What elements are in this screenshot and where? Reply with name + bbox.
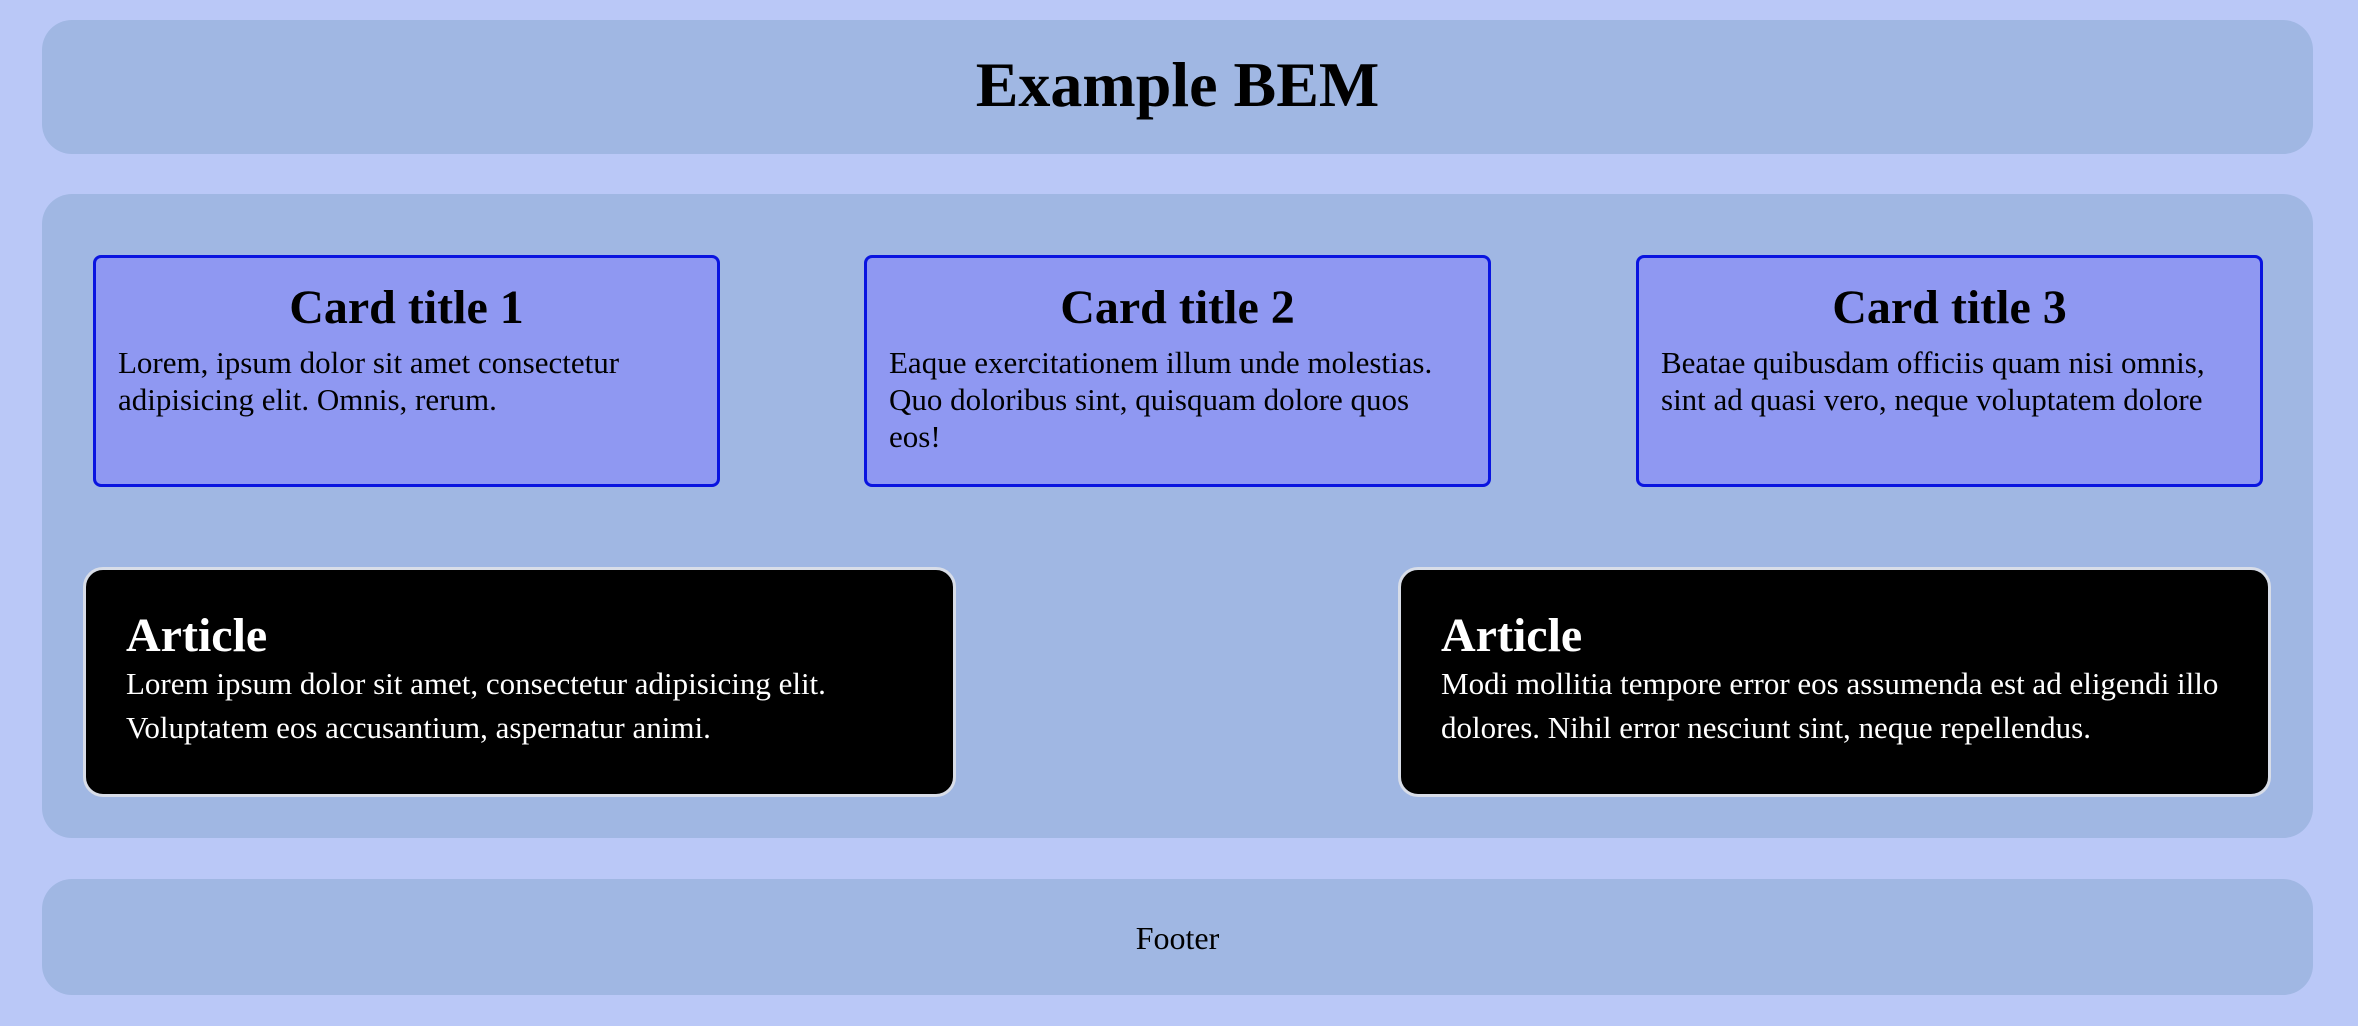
- card-text: Beatae quibusdam officiis quam nisi omni…: [1661, 345, 2205, 417]
- card-title: Card title 1: [289, 281, 524, 334]
- article-2: Article Modi mollitia tempore error eos …: [1398, 567, 2271, 797]
- article-text: Lorem ipsum dolor sit amet, consectetur …: [126, 666, 826, 745]
- page-title: Example BEM: [975, 49, 1380, 120]
- card-title: Card title 2: [1060, 281, 1295, 334]
- article-title: Article: [126, 609, 268, 662]
- page-header: Example BEM: [42, 20, 2313, 154]
- card-text: Eaque exercitationem illum unde molestia…: [889, 345, 1433, 454]
- page-footer: Footer: [42, 879, 2313, 995]
- card-3: Card title 3 Beatae quibusdam officiis q…: [1636, 255, 2263, 487]
- card-text: Lorem, ipsum dolor sit amet consectetur …: [118, 345, 620, 417]
- article-text: Modi mollitia tempore error eos assumend…: [1441, 666, 2219, 745]
- footer-text: Footer: [1135, 919, 1220, 956]
- card-1: Card title 1 Lorem, ipsum dolor sit amet…: [93, 255, 720, 487]
- main-content: Card title 1 Lorem, ipsum dolor sit amet…: [42, 194, 2313, 838]
- article-1: Article Lorem ipsum dolor sit amet, cons…: [83, 567, 956, 797]
- card-2: Card title 2 Eaque exercitationem illum …: [864, 255, 1491, 487]
- article-title: Article: [1441, 609, 1583, 662]
- card-title: Card title 3: [1832, 281, 2067, 334]
